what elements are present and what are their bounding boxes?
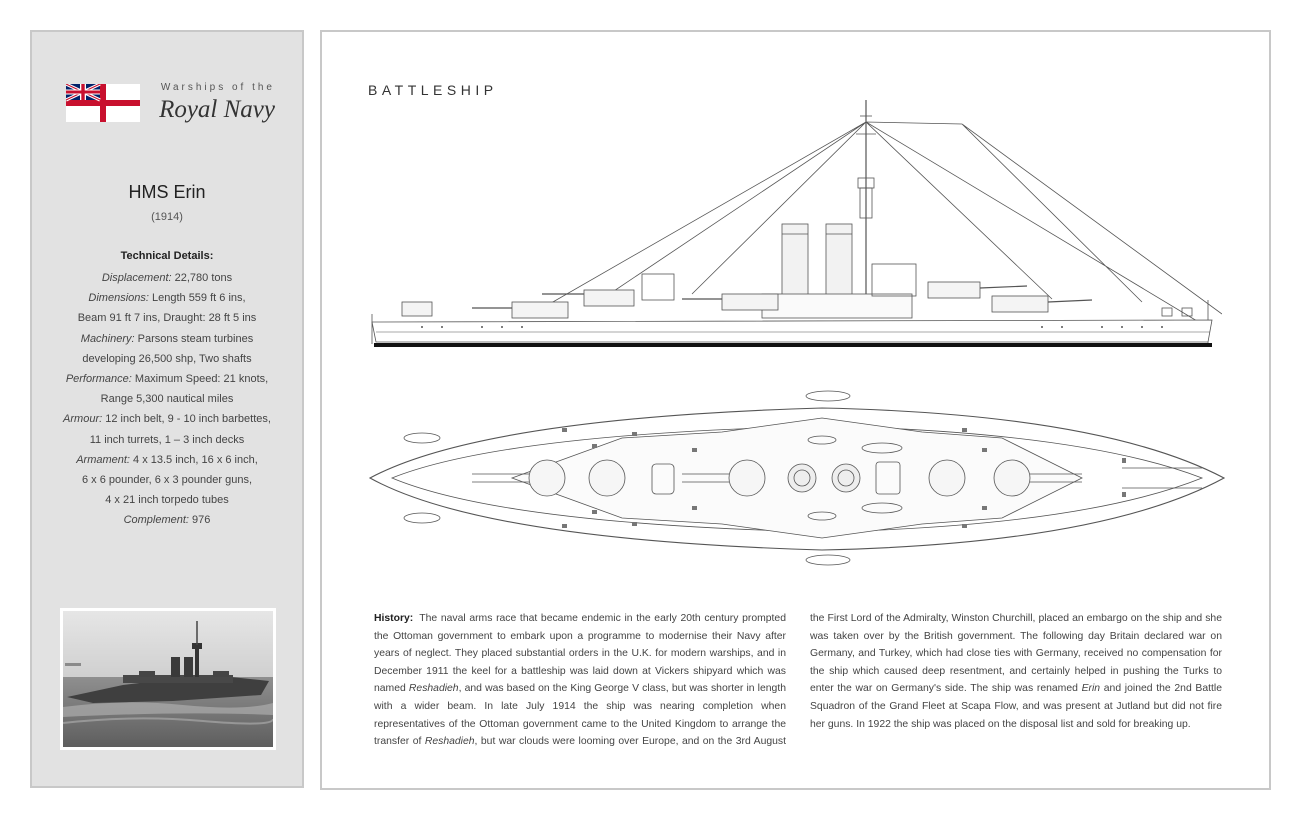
tech-details-heading: Technical Details: <box>120 250 214 262</box>
history-text: History:The naval arms race that became … <box>374 613 1222 748</box>
tech-machinery-cont: developing 26,500 shp, Two shafts <box>82 352 252 365</box>
ship-year: (1914) <box>151 211 183 223</box>
tech-details-list: Displacement: 22,780 tons Dimensions: Le… <box>32 268 302 531</box>
main-panel: BATTLESHIP <box>320 30 1271 790</box>
history-label: History: <box>374 613 414 624</box>
series-title-small: Warships of the <box>160 82 275 93</box>
tech-complement: Complement: 976 <box>123 514 211 527</box>
plan-view-drawing <box>368 390 1226 566</box>
series-title: Royal Navy <box>159 96 275 123</box>
white-ensign-icon <box>66 84 140 122</box>
tech-armament-cont2: 4 x 21 inch torpedo tubes <box>105 494 229 507</box>
tech-dimensions-cont: Beam 91 ft 7 ins, Draught: 28 ft 5 ins <box>77 312 257 325</box>
tech-machinery: Machinery: Parsons steam turbines <box>80 332 254 345</box>
ship-name: HMS Erin <box>128 182 206 202</box>
tech-armament-cont: 6 x 6 pounder, 6 x 3 pounder guns, <box>81 474 253 487</box>
tech-armour: Armour: 12 inch belt, 9 - 10 inch barbet… <box>63 413 271 426</box>
side-profile-drawing <box>371 100 1222 347</box>
tech-armour-cont: 11 inch turrets, 1 – 3 inch decks <box>89 433 245 446</box>
tech-performance: Performance: Maximum Speed: 21 knots, <box>65 373 269 386</box>
ship-type-label: BATTLESHIP <box>368 82 498 98</box>
tech-dimensions: Dimensions: Length 559 ft 6 ins, <box>88 292 246 305</box>
tech-displacement: Displacement: 22,780 tons <box>101 272 233 284</box>
ship-photo-image <box>63 611 273 747</box>
tech-armament: Armament: 4 x 13.5 inch, 16 x 6 inch, <box>76 453 258 466</box>
sidebar: Warships of the Royal Navy HMS Erin (191… <box>30 30 304 788</box>
tech-performance-cont: Range 5,300 nautical miles <box>100 393 234 406</box>
ship-photo <box>60 608 276 750</box>
